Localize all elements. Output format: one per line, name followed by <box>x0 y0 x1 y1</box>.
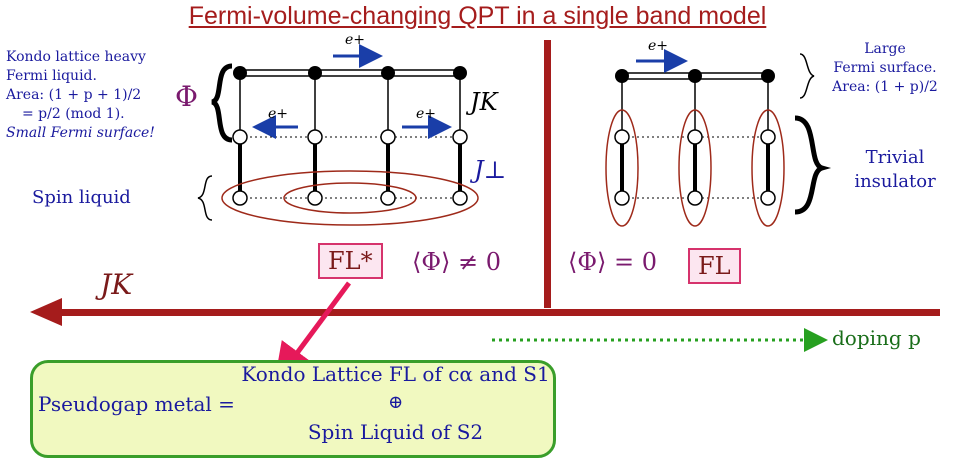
large-fermi-surface-description: Large Fermi surface. Area: (1 + p)/2 <box>832 41 938 95</box>
phi-nonzero-label: ⟨Φ⟩ ≠ 0 <box>412 248 502 276</box>
e-plus-label-top: e+ <box>345 32 366 48</box>
pseudogap-line-1: Kondo Lattice FL of cα and S1 <box>241 362 550 386</box>
fl-box: FL <box>688 248 741 284</box>
doping-label: doping p <box>832 326 921 350</box>
jk-coupling-label: JK <box>470 88 498 116</box>
pseudogap-box <box>30 360 556 458</box>
jk-axis-line <box>50 309 940 316</box>
jk-axis-label: JK <box>100 268 133 301</box>
trivial-insulator-label: Trivial insulator <box>854 147 936 192</box>
pseudogap-lhs: Pseudogap metal = <box>38 392 235 416</box>
fl-star-box: FL* <box>318 243 383 279</box>
panel-divider <box>544 40 551 308</box>
oplus-symbol: ⊕ <box>387 392 404 413</box>
fl-star-arrow <box>274 281 352 385</box>
phi-zero-label: ⟨Φ⟩ = 0 <box>568 248 658 276</box>
jk-axis-arrowhead <box>30 298 62 326</box>
kondo-description: Kondo lattice heavy Fermi liquid. Area: … <box>6 49 155 141</box>
e-plus-label-mid-left: e+ <box>268 106 289 122</box>
spin-liquid-label: Spin liquid <box>32 187 131 208</box>
page-title: Fermi-volume-changing QPT in a single ba… <box>188 2 767 30</box>
pseudogap-line-2: Spin Liquid of S2 <box>307 420 484 444</box>
phi-label: Φ <box>175 80 198 113</box>
e-plus-label-right: e+ <box>648 38 669 54</box>
jperp-coupling-label: J⊥ <box>474 156 507 184</box>
e-plus-label-mid-right: e+ <box>416 106 437 122</box>
